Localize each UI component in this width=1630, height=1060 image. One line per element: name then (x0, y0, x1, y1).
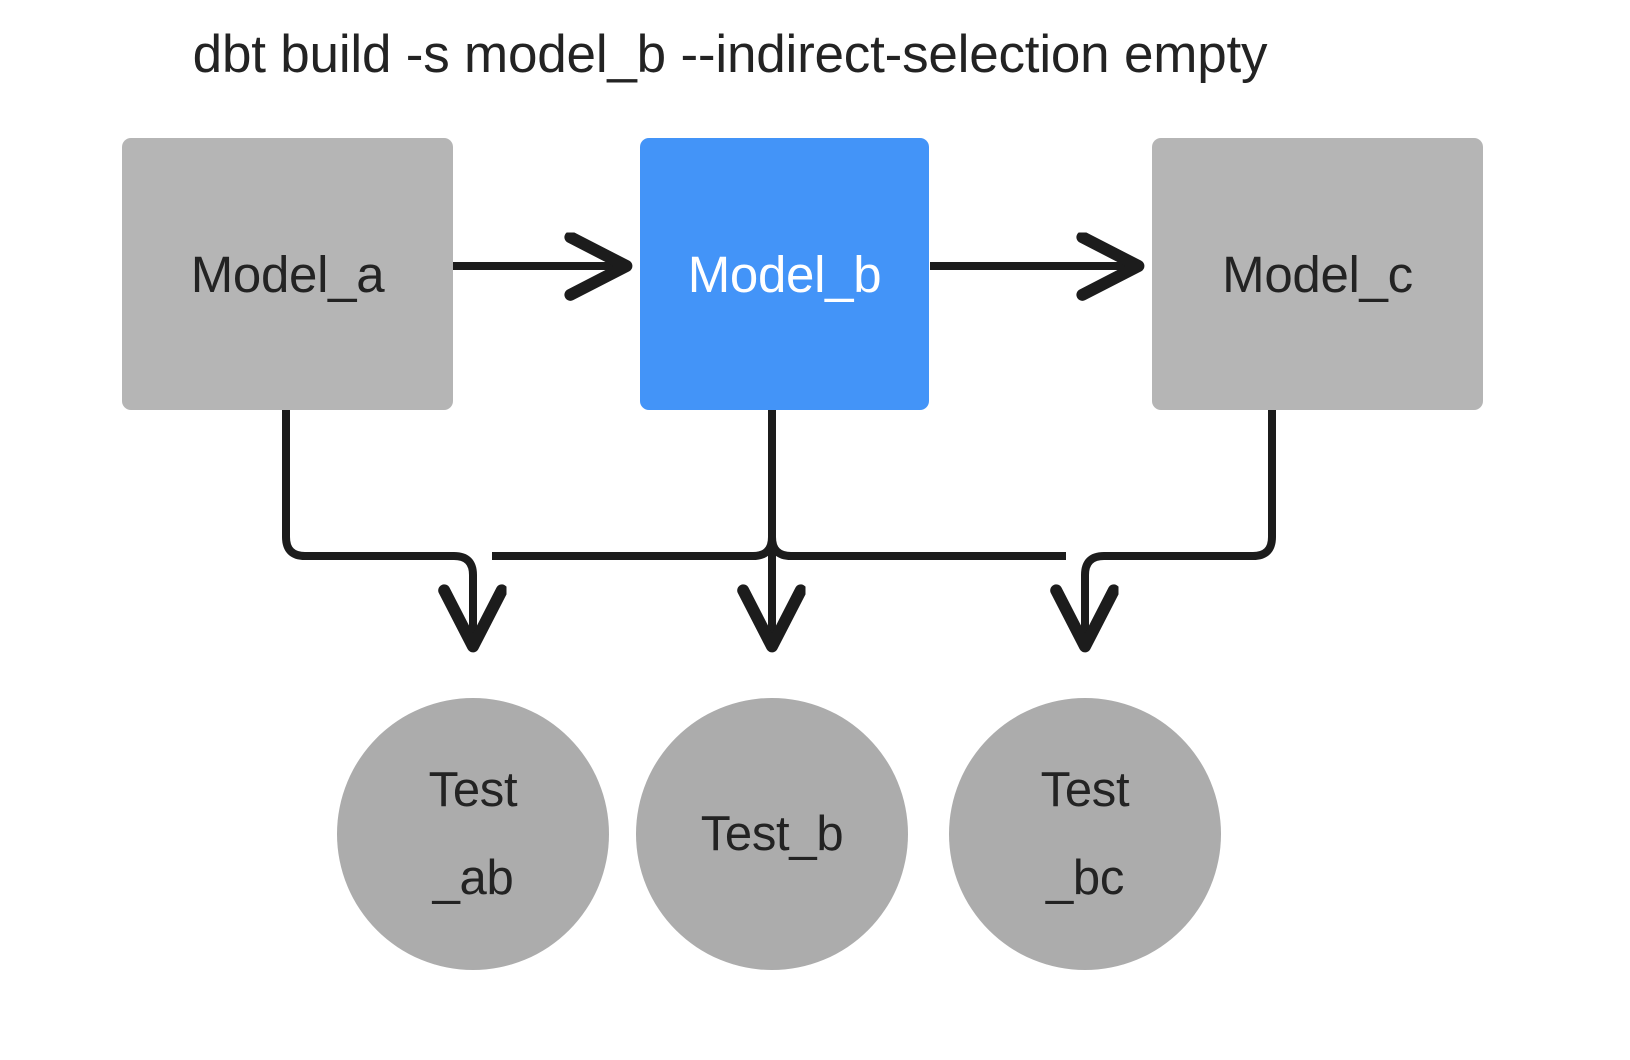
node-model-b-label: Model_b (687, 245, 882, 303)
diagram-title: dbt build -s model_b --indirect-selectio… (192, 25, 1268, 84)
edge-model-a-to-test-ab (282, 410, 473, 648)
edge-model-b-to-test-ab (492, 410, 776, 560)
node-model-b[interactable]: Model_b (640, 138, 929, 410)
node-test-b[interactable]: Test_b (636, 698, 908, 970)
node-model-a-label: Model_a (190, 245, 385, 303)
node-test-bc[interactable]: Test _bc (949, 698, 1221, 970)
node-test-ab[interactable]: Test _ab (337, 698, 609, 970)
node-test-bc-label-line1: Test (1040, 763, 1130, 817)
edge-model-c-to-test-bc (1085, 410, 1276, 648)
edge-model-b-to-test-bc (768, 410, 1066, 560)
node-model-c-label: Model_c (1222, 245, 1413, 303)
node-test-b-label-line1: Test_b (700, 807, 844, 861)
node-test-ab-label-line2: _ab (432, 851, 514, 905)
node-model-c[interactable]: Model_c (1152, 138, 1483, 410)
node-test-ab-label-line1: Test (428, 763, 518, 817)
node-test-bc-label-line2: _bc (1045, 851, 1125, 905)
node-model-a[interactable]: Model_a (122, 138, 453, 410)
